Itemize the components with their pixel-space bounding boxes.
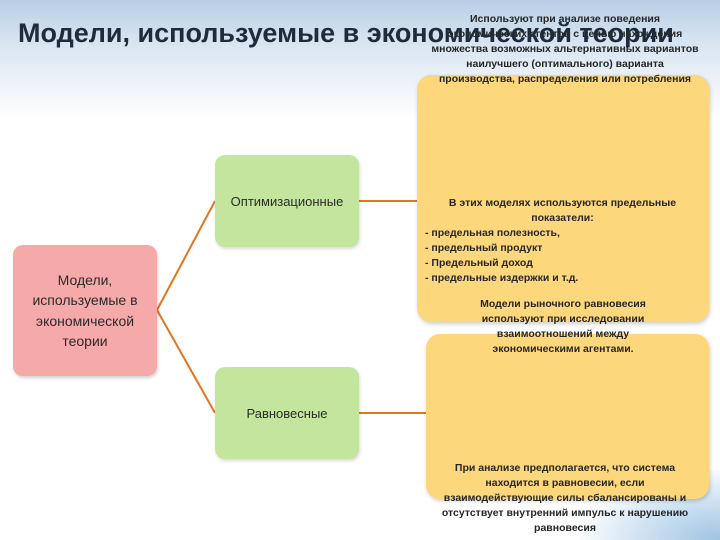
optimization-usage-text: Используют при анализе поведения экономи… — [431, 13, 699, 85]
list-item: - Предельный доход — [425, 256, 533, 269]
connector-root-to-optimization — [156, 200, 216, 311]
equilibrium-detail-box — [426, 334, 709, 499]
optimization-indicators-intro: В этих моделях используются предельные п… — [448, 197, 677, 224]
optimization-node-label: Оптимизационные — [230, 193, 344, 209]
equilibrium-node-label: Равновесные — [246, 405, 328, 421]
optimization-indicators-list: - предельная полезность, - предельный пр… — [425, 226, 675, 286]
equilibrium-usage-text: Модели рыночного равновесия используют п… — [480, 298, 646, 355]
root-node-label: Модели, используемые в экономической тео… — [32, 271, 138, 349]
root-node: Модели, используемые в экономической тео… — [13, 245, 157, 376]
connector-root-to-equilibrium — [156, 309, 216, 414]
page-title: Модели, используемые в экономической тео… — [18, 18, 674, 48]
equilibrium-node: Равновесные — [215, 367, 359, 459]
optimization-detail-box — [417, 75, 709, 322]
optimization-node: Оптимизационные — [215, 155, 359, 247]
list-item: - предельные издержки и т.д. — [425, 271, 579, 284]
equilibrium-assumption-text: При анализе предполагается, что система … — [441, 462, 689, 534]
list-item: - предельная полезность, — [425, 227, 560, 239]
list-item: - предельный продукт — [425, 241, 543, 254]
